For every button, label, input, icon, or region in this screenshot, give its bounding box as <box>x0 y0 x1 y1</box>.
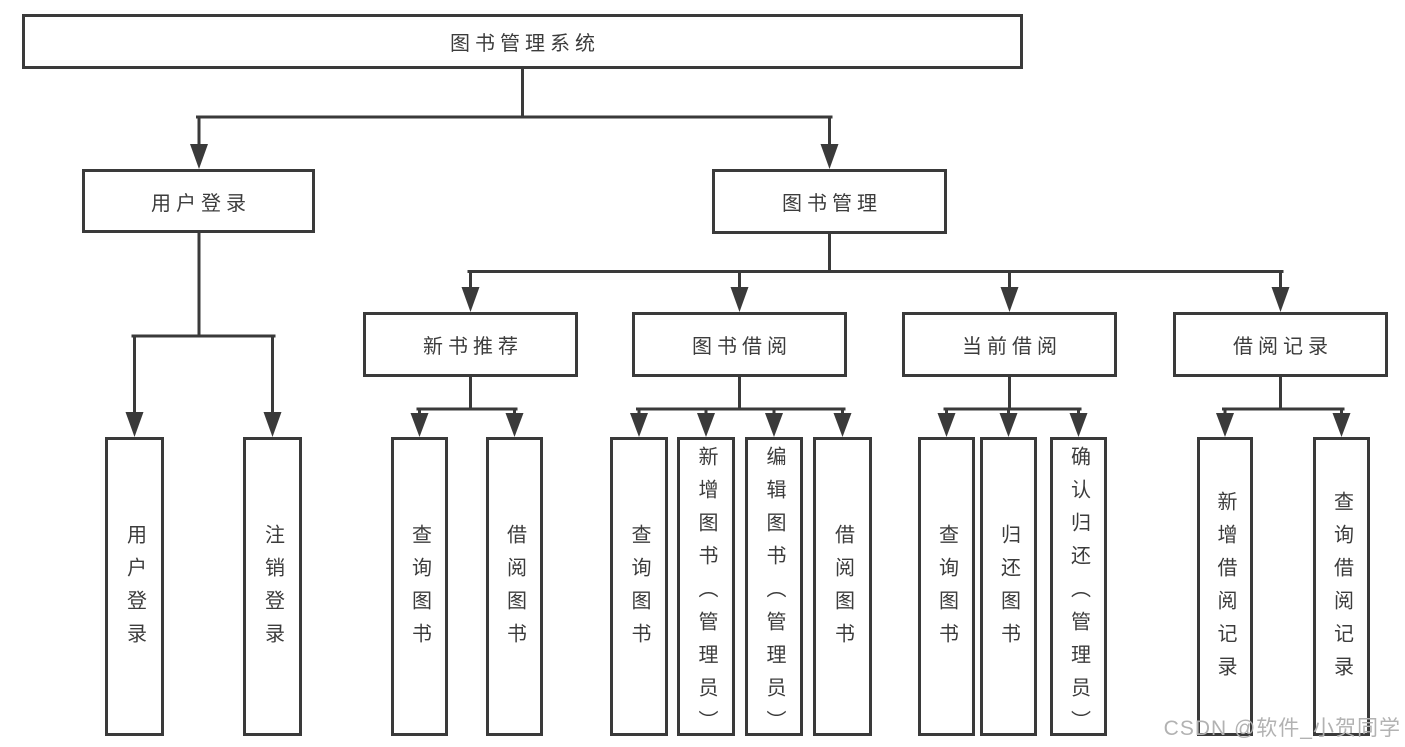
leaf-add-borrow-record: 新增借阅记录 <box>1197 437 1253 736</box>
connector-book-mgmt <box>467 230 1284 273</box>
node-label: 查询图书 <box>628 523 650 656</box>
node-label: 编辑图书（管理员） <box>763 446 785 743</box>
node-borrow-records: 借阅记录 <box>1173 312 1388 377</box>
node-new-book-recommend: 新书推荐 <box>363 312 578 377</box>
leaf-recommend-borrow-books: 借阅图书 <box>486 437 543 736</box>
leaf-logout: 注销登录 <box>243 437 302 736</box>
node-label: 新增图书（管理员） <box>695 446 717 743</box>
csdn-watermark: CSDN @软件_小贺同学 <box>1163 717 1401 740</box>
leaf-edit-books-admin: 编辑图书（管理员） <box>745 437 803 743</box>
leaf-current-query-books: 查询图书 <box>918 437 975 736</box>
node-label: 图书借阅 <box>692 336 792 358</box>
leaf-add-books-admin: 新增图书（管理员） <box>677 437 735 743</box>
node-label: 借阅记录 <box>1233 336 1333 358</box>
leaf-return-books: 归还图书 <box>980 437 1037 736</box>
leaf-confirm-return-admin: 确认归还（管理员） <box>1050 437 1107 743</box>
node-label: 用户登录 <box>151 192 251 215</box>
node-label: 新增借阅记录 <box>1214 490 1236 689</box>
connector-user-login <box>131 229 276 338</box>
node-book-borrow: 图书借阅 <box>632 312 847 377</box>
connector-current <box>943 373 1082 411</box>
node-label: 借阅图书 <box>831 523 854 656</box>
node-label: 新书推荐 <box>423 336 523 358</box>
leaf-recommend-query-books: 查询图书 <box>391 437 448 736</box>
node-label: 图书管理 <box>782 193 882 215</box>
node-label: 归还图书 <box>997 523 1020 656</box>
node-label: 确认归还（管理员） <box>1067 446 1090 743</box>
connector-root <box>196 64 833 119</box>
node-label: 注销登录 <box>261 523 284 656</box>
leaf-query-borrow-record: 查询借阅记录 <box>1313 437 1370 736</box>
node-label: 借阅图书 <box>503 523 526 656</box>
node-current-borrow: 当前借阅 <box>902 312 1117 377</box>
leaf-borrow-books: 借阅图书 <box>813 437 872 736</box>
arrowheads <box>125 144 1351 437</box>
node-label: 当前借阅 <box>962 336 1062 358</box>
node-label: 用户登录 <box>123 523 146 656</box>
node-root: 图书管理系统 <box>22 14 1023 69</box>
connector-recommend <box>416 373 518 411</box>
node-label: 查询借阅记录 <box>1330 490 1353 689</box>
leaf-user-login: 用户登录 <box>105 437 164 736</box>
node-label: 查询图书 <box>935 523 958 656</box>
node-user-login: 用户登录 <box>82 169 315 233</box>
node-book-mgmt: 图书管理 <box>712 169 947 234</box>
node-label: 查询图书 <box>408 523 431 656</box>
connector-records <box>1222 373 1345 411</box>
node-label: 图书管理系统 <box>450 33 600 55</box>
leaf-borrow-query-books: 查询图书 <box>610 437 668 736</box>
connector-borrow <box>636 373 846 411</box>
